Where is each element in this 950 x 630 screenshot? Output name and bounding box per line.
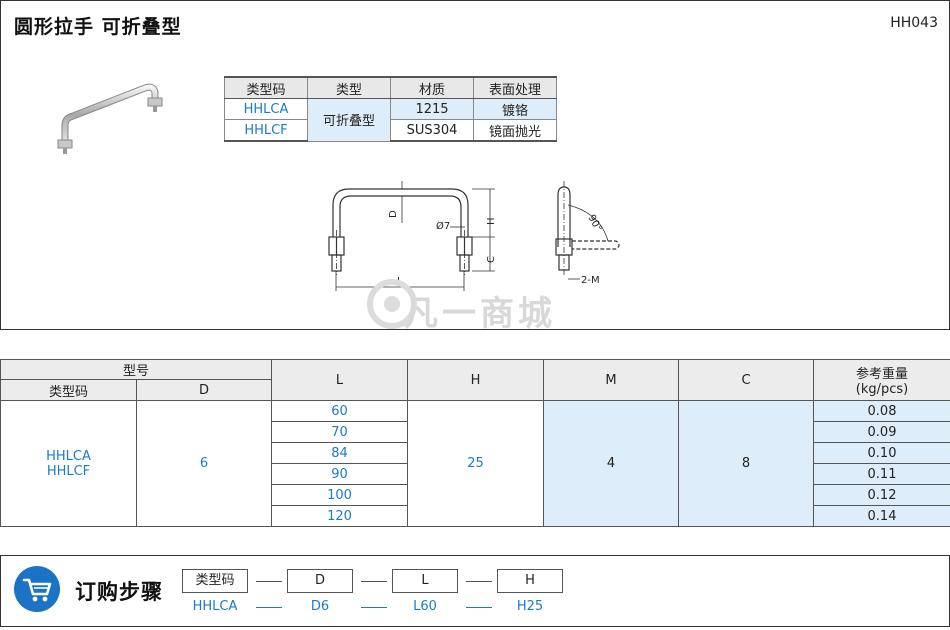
weight-header-line1: 参考重量 <box>856 367 909 382</box>
L-value: 90 <box>271 463 409 485</box>
product-code: HH043 <box>890 15 938 31</box>
type-code-a: HHLCA <box>46 448 91 464</box>
material-table: 类型码 类型 材质 表面处理 HHLCA 可折叠型 1215 镀铬 HHLCF … <box>224 76 557 142</box>
L-value: 120 <box>271 505 409 527</box>
product-photo <box>57 83 163 154</box>
header-type-code: 类型码 <box>224 76 308 99</box>
dim-thread-label: 2-M <box>581 275 600 286</box>
H-value-cell: 25 <box>407 400 545 527</box>
header-weight: 参考重量 (kg/pcs) <box>813 359 950 401</box>
step-connector <box>256 581 282 582</box>
spec-table: 型号 L H M C 参考重量 (kg/pcs) 类型码 D HHLCA HHL… <box>0 359 950 527</box>
watermark-text: 凡一商城 <box>404 294 556 334</box>
example-D: D6 <box>310 599 330 614</box>
example-connector <box>256 607 282 608</box>
dim-H-label: H <box>486 217 497 225</box>
page-title: 圆形拉手 可折叠型 <box>14 16 182 38</box>
header-material: 材质 <box>390 76 474 99</box>
example-L: L60 <box>413 599 437 614</box>
step-L-box: L <box>392 569 458 593</box>
header-finish: 表面处理 <box>473 76 557 99</box>
shopping-cart-icon <box>14 566 60 612</box>
weight-value: 0.14 <box>813 505 950 527</box>
header-L: L <box>271 359 409 401</box>
dim-D-label: D <box>388 210 399 218</box>
dim-C-label: C <box>486 256 497 263</box>
L-value: 60 <box>271 400 409 422</box>
example-type-code: HHLCA <box>192 599 238 614</box>
step-connector <box>361 581 387 582</box>
material-cell: SUS304 <box>390 119 474 142</box>
watermark-logo <box>367 279 417 329</box>
weight-value: 0.09 <box>813 421 950 443</box>
example-H: H25 <box>516 599 544 614</box>
header-type: 类型 <box>307 76 391 99</box>
header-D: D <box>135 379 273 401</box>
model-group-header: 型号 <box>0 359 273 380</box>
dim-angle-label: 90° <box>585 213 603 234</box>
L-value: 84 <box>271 442 409 464</box>
finish-cell: 镜面抛光 <box>473 119 557 142</box>
weight-value: 0.11 <box>813 463 950 485</box>
weight-value: 0.08 <box>813 400 950 422</box>
step-H-box: H <box>497 569 563 593</box>
example-connector <box>466 607 492 608</box>
weight-value: 0.10 <box>813 442 950 464</box>
step-type-code-box: 类型码 <box>182 569 248 593</box>
header-M: M <box>543 359 680 401</box>
header-type-code: 类型码 <box>0 379 137 401</box>
type-code-cell: HHLCF <box>224 119 308 142</box>
material-cell: 1215 <box>390 98 474 120</box>
M-value-cell: 4 <box>543 400 680 527</box>
technical-drawing: D H C L Ø7 90° 2-M <box>328 181 620 291</box>
weight-header-line2: (kg/pcs) <box>855 382 909 397</box>
L-value: 100 <box>271 484 409 506</box>
type-cell: 可折叠型 <box>307 98 391 142</box>
header-H: H <box>407 359 545 401</box>
type-code-f: HHLCF <box>46 463 91 479</box>
weight-value: 0.12 <box>813 484 950 506</box>
dim-diameter-label: Ø7 <box>436 220 450 232</box>
step-connector <box>466 581 492 582</box>
type-codes-cell: HHLCA HHLCF <box>0 400 137 527</box>
type-code-cell: HHLCA <box>224 98 308 120</box>
order-title: 订购步骤 <box>75 580 163 604</box>
D-value-cell: 6 <box>135 400 273 527</box>
step-D-box: D <box>287 569 353 593</box>
example-connector <box>361 607 387 608</box>
C-value-cell: 8 <box>678 400 815 527</box>
finish-cell: 镀铬 <box>473 98 557 120</box>
header-C: C <box>678 359 815 401</box>
L-value: 70 <box>271 421 409 443</box>
